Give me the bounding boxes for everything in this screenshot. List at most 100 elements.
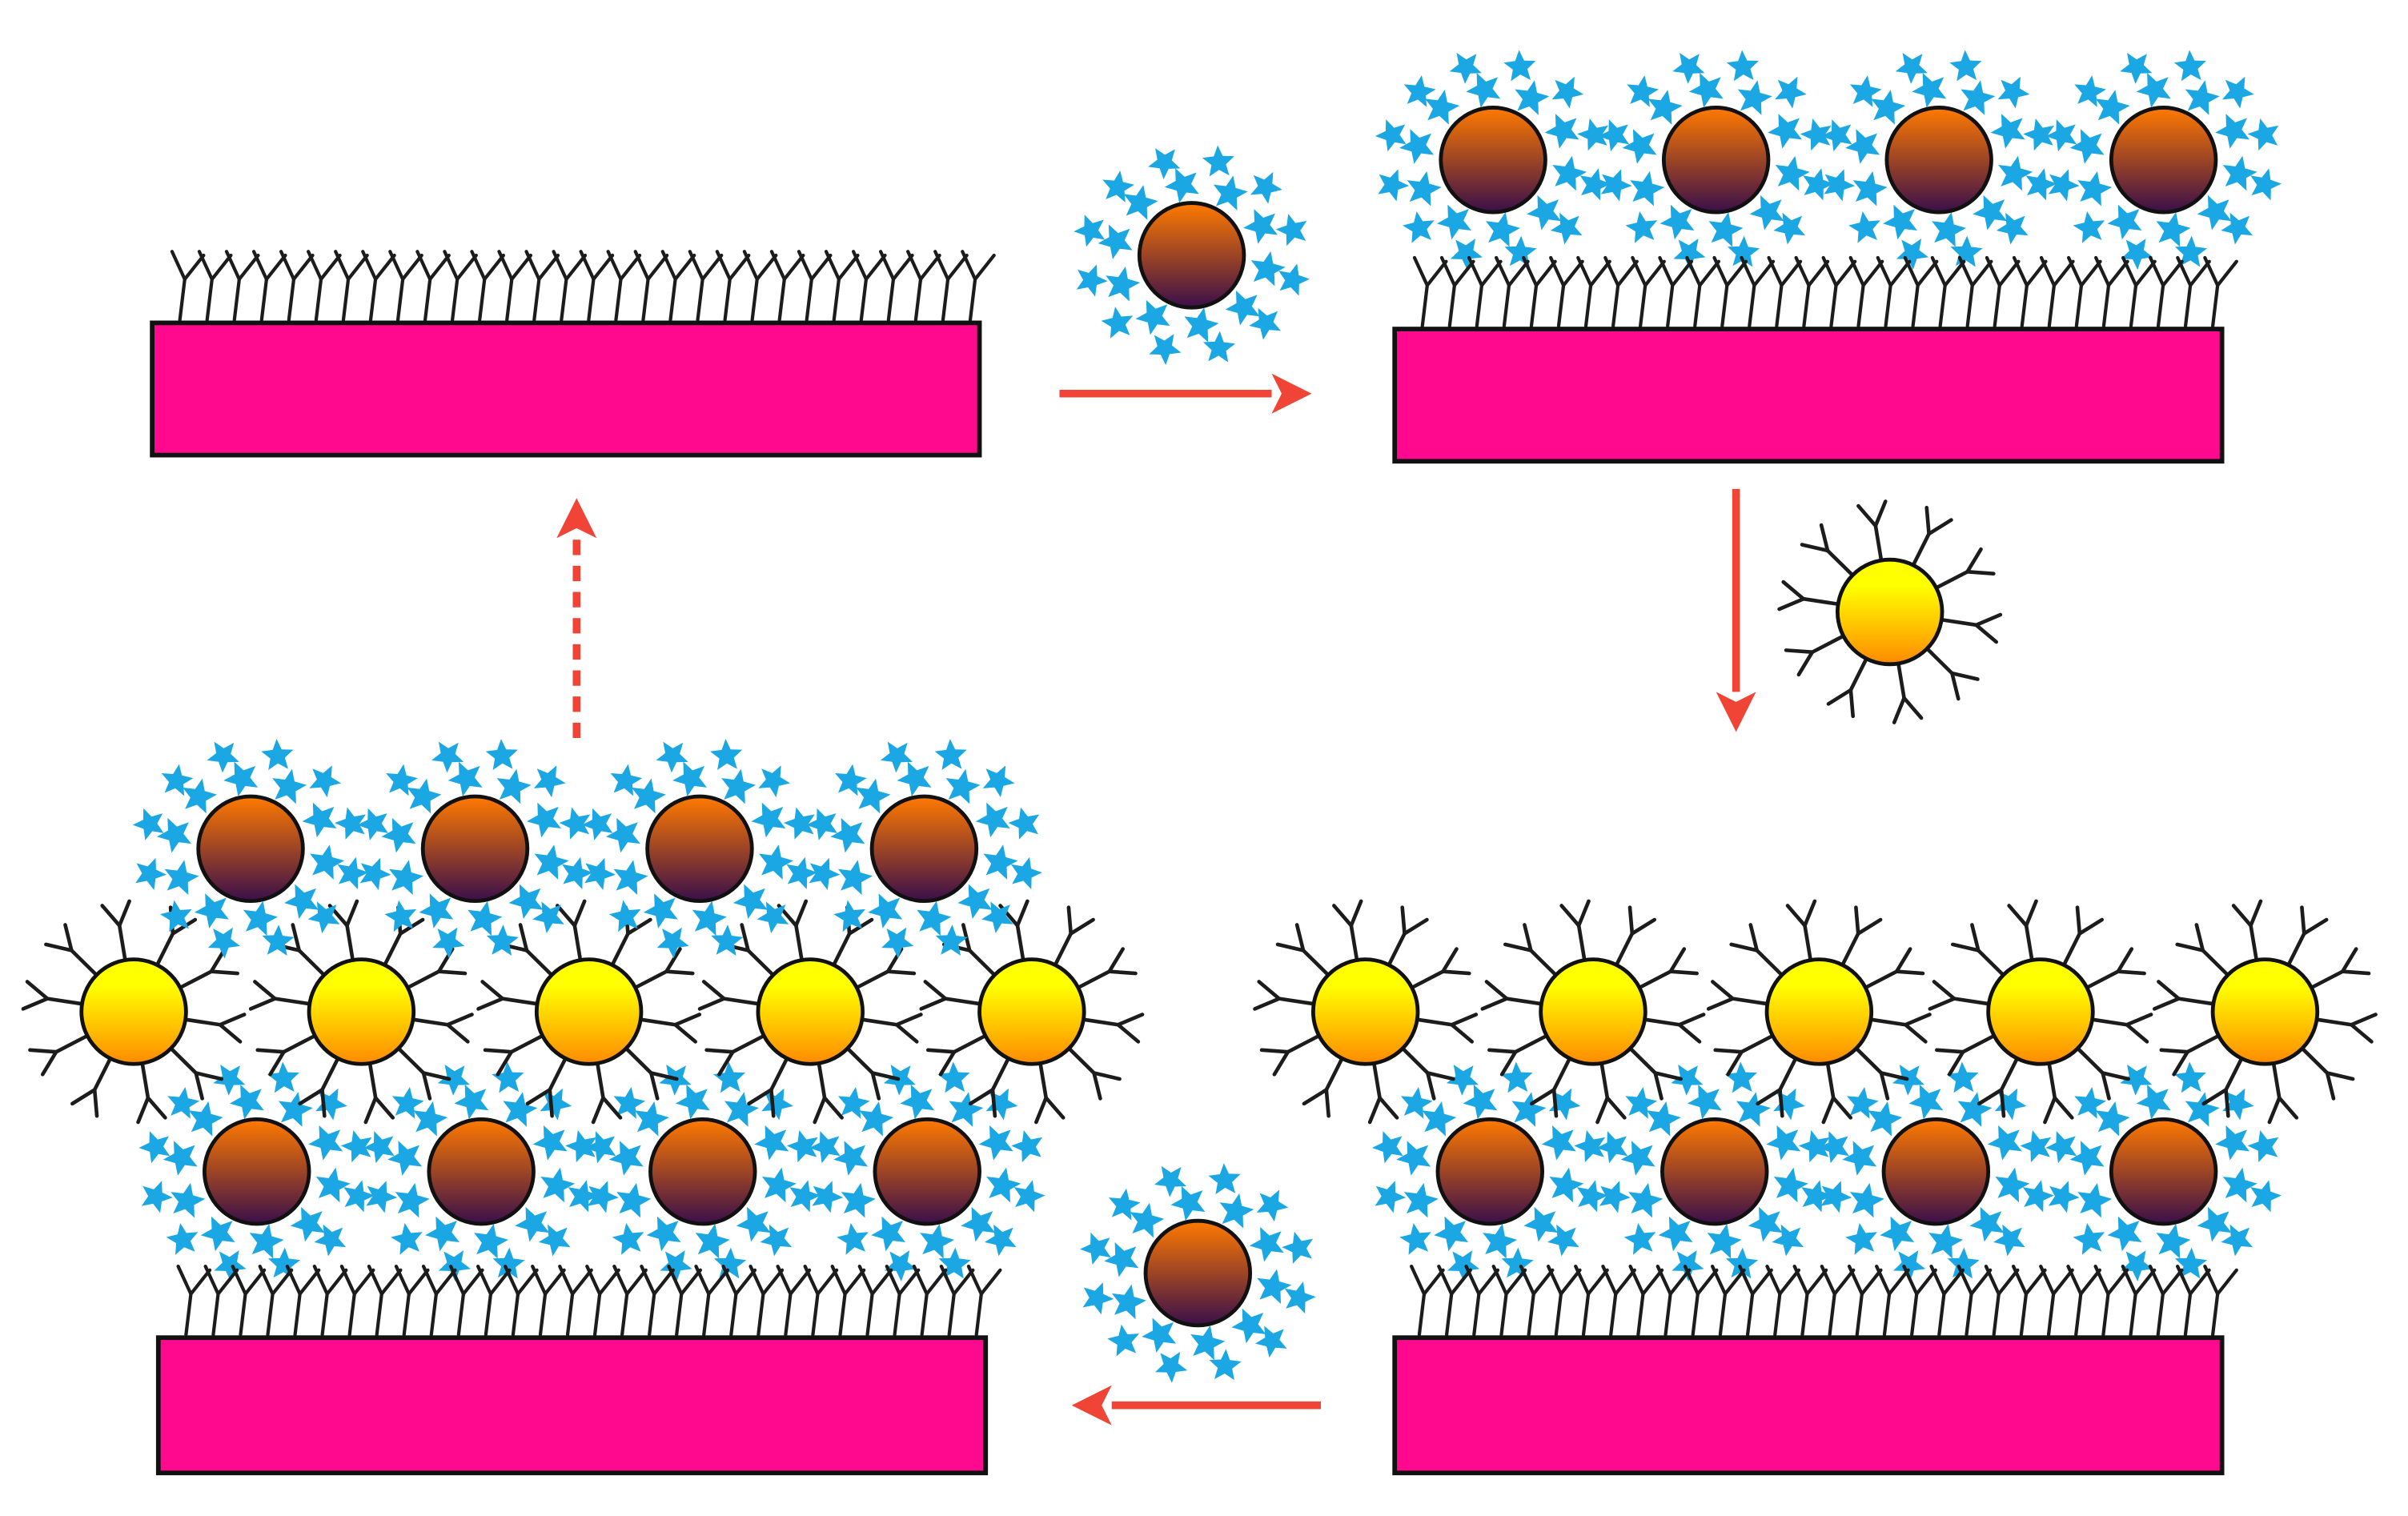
star-icon: [1748, 1206, 1783, 1242]
star-icon: [1849, 75, 1882, 107]
y-linker-icon: [1767, 255, 1803, 328]
star-icon: [532, 901, 564, 934]
y-linker-icon: [1820, 1264, 1856, 1337]
star-icon: [2120, 53, 2153, 84]
star-icon: [1511, 1092, 1547, 1127]
star-icon: [2020, 1130, 2052, 1163]
star-icon: [1403, 75, 1436, 107]
y-linker-icon: [1628, 1046, 1683, 1101]
star-icon: [357, 808, 389, 840]
star-icon: [1824, 169, 1856, 202]
star-icon: [213, 1065, 246, 1096]
y-linker-icon: [1367, 1061, 1399, 1125]
bottom-right-gold-particle-5: [2152, 899, 2378, 1125]
y-linker-icon: [1559, 899, 1591, 962]
star-icon: [437, 1065, 470, 1096]
y-linker-icon: [1826, 656, 1868, 719]
y-linker-icon: [813, 1061, 844, 1125]
y-linker-icon: [2121, 255, 2157, 328]
star-icon: [1768, 114, 1803, 149]
star-icon: [1895, 53, 1928, 84]
y-linker-icon: [248, 980, 312, 1011]
star-icon: [1010, 856, 1042, 889]
bottom-left-gold-particle-3: [476, 899, 702, 1125]
star-icon: [171, 1182, 206, 1218]
star-icon: [335, 807, 366, 840]
y-linker-icon: [1076, 947, 1138, 990]
arrow-top-right-to-bottom-right: [1716, 488, 1756, 732]
star-icon: [1577, 118, 1608, 151]
y-linker-icon: [966, 1264, 1002, 1337]
star-icon: [2222, 1088, 2254, 1121]
star-icon: [1818, 1131, 1849, 1164]
dark-nanoparticle-core: [2109, 1117, 2218, 1226]
star-icon: [1104, 1241, 1139, 1277]
star-icon: [1990, 114, 2025, 149]
bottom-left-gold-particle-5: [919, 899, 1145, 1125]
star-icon: [2120, 1065, 2153, 1096]
bottom-right-gold-particle-2: [1480, 899, 1706, 1125]
star-icon: [608, 900, 641, 932]
star-icon: [290, 1206, 325, 1242]
star-icon: [837, 860, 873, 895]
star-icon: [159, 900, 192, 932]
star-icon: [856, 778, 891, 814]
bottom-right-dark-particle-3: [1818, 1061, 2054, 1281]
star-icon: [425, 1216, 460, 1252]
y-linker-icon: [797, 250, 833, 322]
y-linker-icon: [2094, 255, 2129, 328]
star-icon: [754, 1125, 789, 1161]
star-icon: [381, 817, 416, 853]
star-icon: [809, 1131, 841, 1164]
star-icon: [496, 768, 532, 804]
star-icon: [711, 924, 744, 957]
y-linker-icon: [638, 1013, 702, 1044]
y-linker-icon: [2012, 255, 2048, 328]
star-icon: [540, 1167, 576, 1203]
star-icon: [540, 1088, 572, 1121]
star-icon: [732, 884, 768, 920]
bottom-left-gold-particle-1: [21, 899, 247, 1125]
y-linker-icon: [476, 1264, 512, 1337]
star-icon: [1396, 1141, 1431, 1176]
star-icon: [1598, 119, 1630, 152]
top-right-dark-particle-3: [1820, 50, 2057, 271]
star-icon: [1446, 1065, 1479, 1096]
star-icon: [1123, 185, 1158, 220]
star-icon: [2174, 235, 2208, 267]
dark-nanoparticle-core: [203, 1117, 311, 1226]
y-linker-icon: [860, 1013, 923, 1044]
top-right-dark-particle-2: [1598, 50, 1834, 271]
star-icon: [1620, 1141, 1656, 1176]
y-linker-icon: [1924, 647, 1980, 701]
bottom-right-substrate: [1392, 1335, 2225, 1476]
star-icon: [1463, 1084, 1498, 1120]
reagent-dark-particle-bottom: [1079, 1163, 1316, 1383]
star-icon: [2073, 211, 2105, 243]
star-icon: [432, 927, 465, 959]
y-linker-icon: [1821, 1061, 1853, 1125]
y-linker-icon: [285, 1264, 321, 1337]
star-icon: [1625, 211, 1658, 243]
star-icon: [982, 765, 1015, 798]
star-icon: [981, 901, 1013, 934]
star-icon: [1282, 1231, 1314, 1264]
y-linker-icon: [1875, 1264, 1910, 1337]
star-icon: [359, 857, 391, 891]
y-linker-icon: [136, 1061, 167, 1125]
star-icon: [1798, 1130, 1830, 1163]
star-icon: [1775, 76, 1807, 109]
y-linker-icon: [312, 1264, 348, 1337]
star-icon: [1076, 264, 1108, 297]
star-icon: [438, 1250, 472, 1281]
star-icon: [1541, 1125, 1576, 1161]
y-linker-icon: [585, 1264, 620, 1337]
y-linker-icon: [2090, 1013, 2153, 1044]
y-linker-icon: [1487, 1033, 1549, 1077]
y-linker-icon: [396, 1046, 451, 1101]
star-icon: [568, 1180, 600, 1213]
y-linker-icon: [1903, 255, 1939, 328]
y-linker-icon: [591, 1061, 623, 1125]
star-icon: [2215, 1125, 2250, 1161]
